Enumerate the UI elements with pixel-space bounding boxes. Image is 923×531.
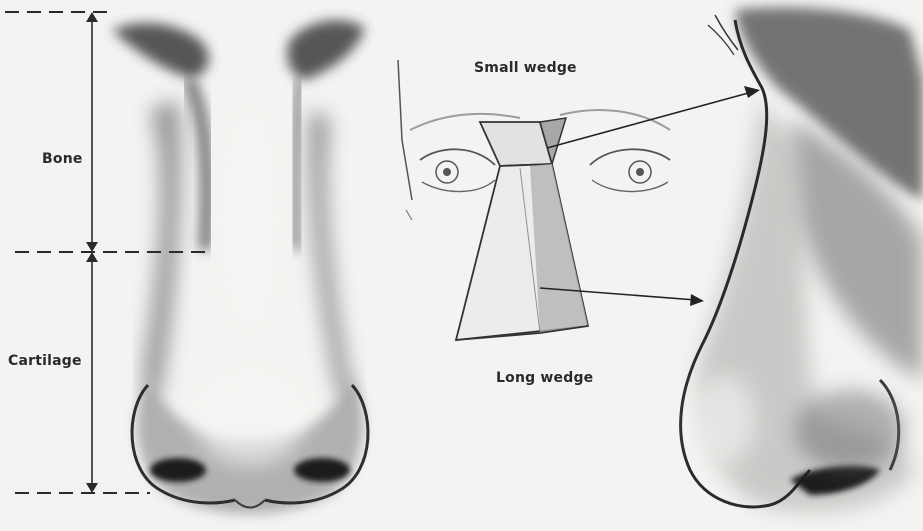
- wedge-diagram: [398, 60, 760, 340]
- small-wedge-pointer-arrowhead: [744, 86, 760, 98]
- long-wedge-label: Long wedge: [496, 370, 593, 386]
- bone-label: Bone: [42, 151, 83, 167]
- cartilage-arrowhead-top: [86, 252, 98, 262]
- front-view-nose-drawing: [112, 20, 368, 513]
- cartilage-arrowhead-bottom: [86, 483, 98, 493]
- side-view-nose-drawing: [681, 7, 923, 511]
- small-wedge-label: Small wedge: [474, 60, 577, 76]
- bone-arrowhead-top: [86, 12, 98, 22]
- cartilage-label: Cartilage: [8, 353, 82, 369]
- bone-arrowhead-bottom: [86, 242, 98, 252]
- small-wedge-pointer-line: [547, 92, 752, 148]
- long-wedge-pointer-arrowhead: [690, 294, 704, 306]
